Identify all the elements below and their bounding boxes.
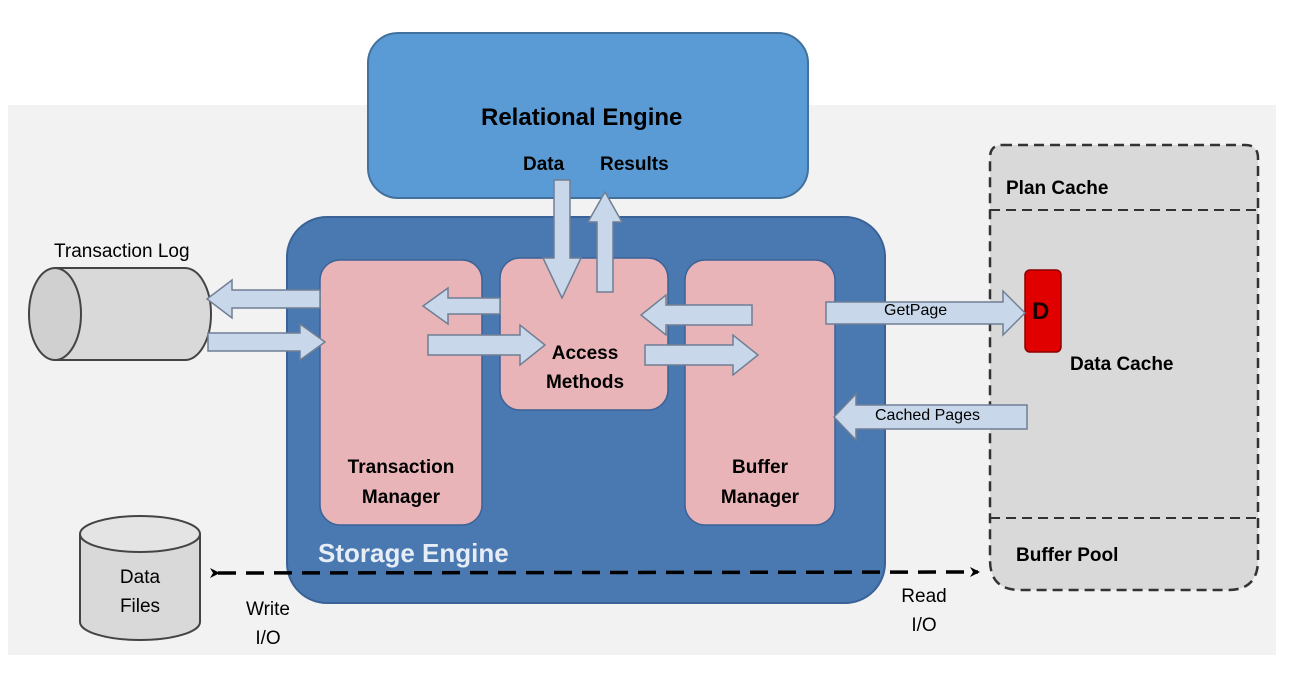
buffer-manager-box — [684, 259, 836, 526]
arrow-results-up — [586, 190, 624, 293]
transaction-log-label: Transaction Log — [54, 241, 190, 262]
transaction-manager-label: Transaction Manager — [347, 457, 455, 508]
buffer-pool-label: Buffer Pool — [1016, 545, 1119, 566]
data-page-marker — [1024, 269, 1062, 353]
plan-cache-label: Plan Cache — [1006, 178, 1109, 199]
data-cache-label: Data Cache — [1070, 354, 1174, 375]
relational-engine-title: Relational Engine — [481, 104, 683, 131]
io-dashed-line — [209, 567, 980, 579]
buffer-pool-container — [988, 143, 1260, 592]
arrow-access-to-manager — [421, 286, 501, 326]
page-marker-label: D — [1032, 298, 1050, 325]
getpage-label: GetPage — [884, 302, 948, 319]
results-label: Results — [600, 154, 669, 175]
arrow-access-to-buffer — [644, 333, 760, 377]
cached-pages-label: Cached Pages — [875, 407, 980, 424]
arrow-getpage — [825, 289, 1027, 337]
transaction-log-cylinder — [28, 267, 212, 361]
buffer-manager-label: Buffer Manager — [720, 457, 800, 508]
arrow-log-to-manager — [207, 322, 327, 362]
data-files-label: Data Files — [119, 567, 161, 617]
arrow-buffer-to-access — [639, 293, 753, 337]
storage-engine-title: Storage Engine — [318, 538, 509, 568]
access-methods-label: Access Methods — [545, 343, 625, 393]
transaction-manager-box — [319, 259, 483, 526]
flow-arrows — [205, 179, 1028, 442]
arrow-manager-to-access — [427, 323, 547, 367]
write-io-label: Write I/O — [246, 599, 290, 649]
read-io-label: Read I/O — [901, 586, 947, 636]
arrow-cached-pages — [832, 392, 1028, 442]
arrow-manager-to-log — [205, 278, 321, 320]
data-label: Data — [523, 154, 565, 175]
arrow-data-down — [541, 179, 583, 300]
relational-engine-box — [367, 32, 809, 199]
data-files-cylinder — [79, 515, 201, 641]
access-methods-box — [499, 257, 669, 411]
